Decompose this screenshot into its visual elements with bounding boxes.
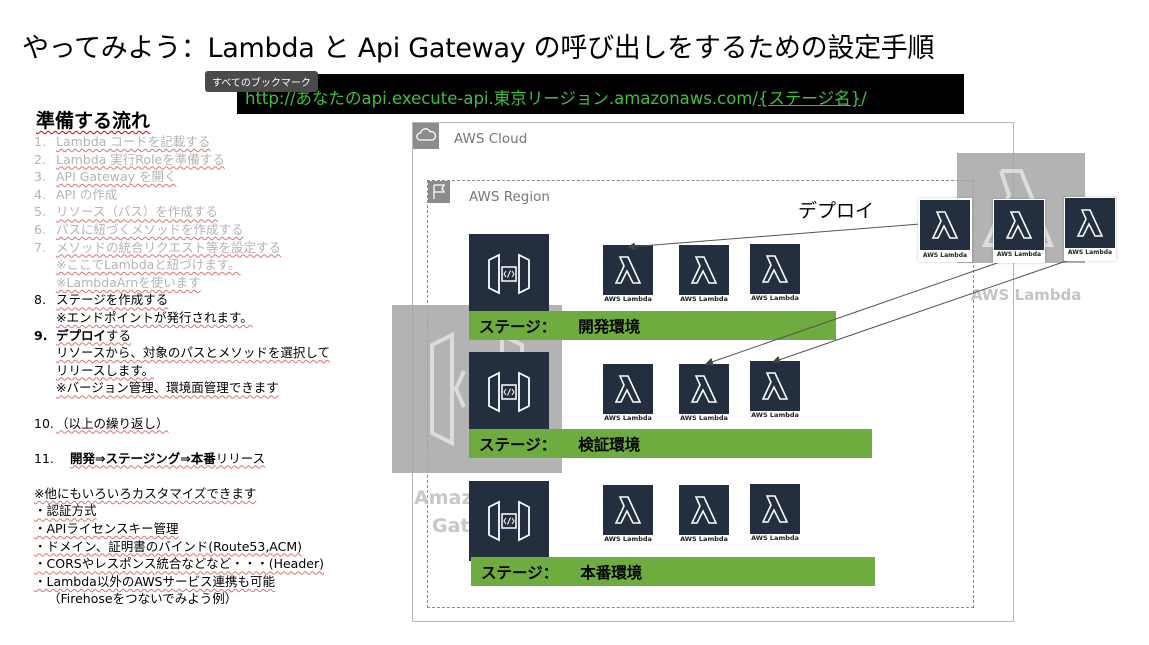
step-11: 11.開発⇒ステージング⇒本番リリース	[34, 450, 266, 466]
lambda-function: AWS Lambda	[743, 484, 807, 542]
custom-item-4: ・CORSやレスポンス統合などなど・・・(Header)	[34, 556, 324, 572]
url-suffix: /	[861, 89, 867, 108]
stage-bar-prod: ステージ：本番環境	[471, 557, 875, 586]
lambda-function: AWS Lambda	[672, 364, 736, 422]
flag-icon	[428, 181, 450, 203]
step-10: 10.（以上の繰り返し）	[34, 415, 169, 431]
step-9-bold: デプロイ	[56, 327, 107, 343]
stage-bar-staging: ステージ：検証環境	[469, 429, 872, 458]
step-11-rest: リリース	[215, 450, 266, 466]
lambda-function: AWS Lambda	[672, 245, 736, 303]
step-5: 5.リソース（パス）を作成する	[34, 204, 218, 220]
deploy-lambda-card: AWS Lambda	[993, 199, 1045, 263]
deploy-lambda-card: AWS Lambda	[918, 198, 972, 262]
lambda-function: AWS Lambda	[672, 485, 736, 543]
step-9-note-3: ※バージョン管理、環境面管理できます	[56, 380, 279, 396]
custom-item-6: （Firehoseをつないでみよう例）	[48, 591, 238, 607]
stage-name: 開発環境	[578, 317, 641, 336]
lambda-icon	[750, 361, 800, 411]
url-stage: {ステージ名}	[757, 89, 862, 108]
custom-heading: ※他にもいろいろカスタマイズできます	[34, 485, 257, 501]
api-gateway-icon	[469, 352, 549, 432]
deploy-arrow	[627, 223, 921, 251]
steps-list: 1.Lambda コードを記載する 2.Lambda 実行Roleを準備する 3…	[34, 133, 394, 608]
lambda-icon	[1065, 198, 1115, 248]
stage-bar-dev: ステージ：開発環境	[469, 311, 836, 340]
endpoint-url: http://あなたのapi.execute-api.東京リージョン.amazo…	[245, 85, 867, 109]
lambda-icon	[750, 244, 800, 294]
lambda-icon	[603, 364, 653, 414]
step-3: 3.API Gateway を開く	[34, 169, 177, 185]
deploy-label: デプロイ	[798, 200, 875, 222]
step-9-rest: する	[106, 327, 132, 343]
deploy-arrow	[705, 261, 1001, 366]
deploy-lambda-card: AWS Lambda	[1064, 197, 1116, 261]
deploy-arrow	[772, 257, 1076, 364]
step-7: 7.メソッドの統合リクエスト等を設定する	[34, 239, 282, 255]
step-2: 2.Lambda 実行Roleを準備する	[34, 151, 225, 167]
stage-name: 検証環境	[578, 435, 641, 454]
step-11-bold: 開発⇒ステージング⇒本番	[70, 450, 216, 466]
step-6: 6.パスに紐づくメソッドを作成する	[34, 221, 244, 237]
url-prefix: http://あなたのapi.execute-api.東京リージョン.amazo…	[245, 89, 758, 108]
step-9: 9.デプロイする	[34, 327, 132, 343]
aws-cloud-label: AWS Cloud	[454, 131, 528, 147]
stage-name: 本番環境	[580, 563, 643, 582]
lambda-icon	[994, 200, 1044, 250]
custom-item-5: ・Lambda以外のAWSサービス連携も可能	[34, 573, 275, 589]
lambda-function: AWS Lambda	[743, 361, 807, 419]
lambda-icon	[679, 245, 729, 295]
lambda-icon	[750, 484, 800, 534]
lambda-icon	[920, 200, 970, 250]
api-gateway-icon	[469, 234, 549, 314]
step-8: 8.ステージを作成する	[34, 292, 169, 308]
custom-item-1: ・認証方式	[34, 503, 97, 519]
step-7-note-2: ※LambdaArnを使います	[56, 274, 201, 290]
step-4: 4.API の作成	[34, 186, 118, 202]
api-gateway-icon	[469, 481, 549, 561]
step-1: 1.Lambda コードを記載する	[34, 134, 211, 149]
lambda-icon	[679, 364, 729, 414]
step-7-note-1: ※ここでLambdaと紐づけます。	[56, 257, 241, 273]
step-9-note-2: リリースします。	[56, 362, 155, 378]
step-9-note-1: リソースから、対象のパスとメソッドを選択して	[56, 345, 331, 361]
cloud-icon	[413, 123, 439, 149]
lambda-icon	[679, 485, 729, 535]
lambda-icon	[603, 245, 653, 295]
lambda-function: AWS Lambda	[596, 364, 660, 422]
custom-item-3: ・ドメイン、証明書のバインド(Route53,ACM)	[34, 538, 303, 554]
lambda-function: AWS Lambda	[743, 244, 807, 302]
faded-lambda-label: AWS Lambda	[971, 286, 1082, 304]
lambda-function: AWS Lambda	[596, 245, 660, 303]
prep-heading: 準備する流れ	[36, 110, 151, 132]
url-bar	[237, 74, 964, 114]
page-title: やってみよう：Lambda と Api Gateway の呼び出しをするための設…	[22, 33, 935, 64]
bookmark-tooltip: すべてのブックマーク	[205, 71, 318, 92]
lambda-icon	[603, 485, 653, 535]
step-8-note: ※エンドポイントが発行されます。	[56, 309, 253, 325]
lambda-function: AWS Lambda	[596, 485, 660, 543]
custom-item-2: ・APIライセンスキー管理	[34, 521, 179, 537]
aws-region-label: AWS Region	[469, 189, 550, 205]
